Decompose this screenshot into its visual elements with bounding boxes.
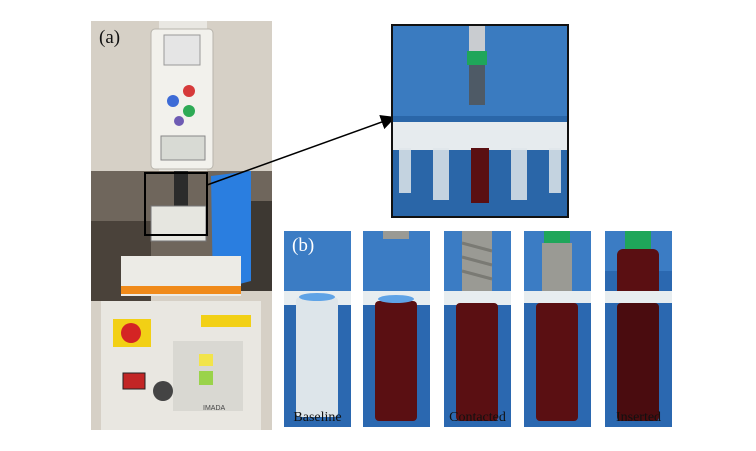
testing-machine-illustration <box>91 21 272 430</box>
tube-contacted-image <box>444 231 511 427</box>
panel-b-label: (b) <box>292 235 315 256</box>
caption-baseline: Baseline <box>293 410 342 425</box>
strip-blood <box>363 231 430 427</box>
device-brand: IMADA <box>203 405 226 412</box>
strip-inserted <box>605 231 672 427</box>
tube-inserted-image <box>605 231 672 427</box>
inset-illustration <box>393 26 567 216</box>
strip-inserting <box>524 231 591 427</box>
strip-contacted <box>444 231 511 427</box>
caption-inserted: Inserted <box>615 410 662 425</box>
tube-inserting-image <box>524 231 591 427</box>
strip-baseline <box>284 231 351 427</box>
testing-machine-photo: (a) IMADA <box>91 21 272 430</box>
tube-blood-image <box>363 231 430 427</box>
zoom-inset <box>391 24 569 218</box>
caption-contacted: Contacted <box>449 410 506 425</box>
panel-a-label: (a) <box>99 27 121 48</box>
tube-baseline-image <box>284 231 351 427</box>
